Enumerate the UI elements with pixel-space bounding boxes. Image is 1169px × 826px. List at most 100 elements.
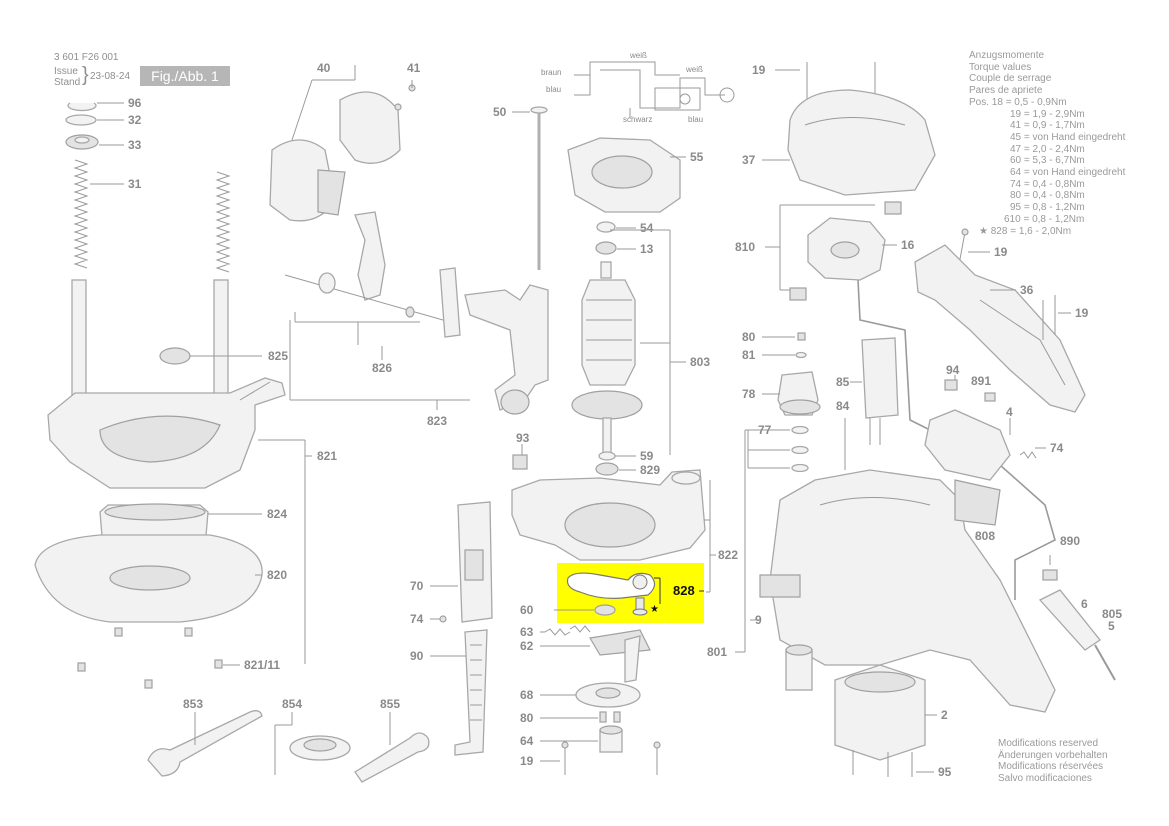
issue-date: 23-08-24 bbox=[90, 71, 131, 82]
wire-label-weiss-2: weiß bbox=[685, 65, 703, 74]
label-85: 85 bbox=[836, 375, 850, 389]
torque-line: Couple de serrage bbox=[969, 73, 1052, 85]
part-2-field: 2 bbox=[834, 664, 948, 761]
part-50-rod: 50 bbox=[493, 105, 548, 270]
part-801-housing-assembly: 801 bbox=[707, 429, 750, 659]
part-41-screws: 41 bbox=[394, 61, 421, 111]
part-19-screws-top: 19 bbox=[752, 62, 876, 100]
label-19b: 19 bbox=[752, 63, 766, 77]
part-808-label: 808 bbox=[954, 479, 1001, 543]
modifications-block: Modifications reserved Änderungen vorbeh… bbox=[998, 738, 1108, 784]
stand-label: Stand bbox=[54, 77, 81, 88]
part-63-spring: 63 bbox=[520, 625, 591, 639]
modification-line: Änderungen vorbehalten bbox=[998, 749, 1108, 761]
part-54-bearing: 54 bbox=[596, 221, 654, 235]
part-855-centering-pin: 855 bbox=[354, 697, 430, 783]
part-70-scale: 70 bbox=[410, 501, 493, 623]
label-824: 824 bbox=[267, 507, 287, 521]
part-37-motor-cap: 37 bbox=[742, 89, 936, 196]
label-64: 64 bbox=[520, 734, 534, 748]
part-9-housing: 9 bbox=[750, 469, 1056, 713]
part-94-plate: 94 bbox=[944, 363, 960, 391]
part-826-lever-assembly: 826 bbox=[284, 211, 461, 375]
label-77: 77 bbox=[758, 423, 772, 437]
part-891-clip: 891 bbox=[971, 374, 996, 402]
wire-label-schwarz: schwarz bbox=[623, 115, 652, 124]
label-854: 854 bbox=[282, 697, 302, 711]
part-810-brushes: 810 bbox=[735, 201, 902, 301]
label-32: 32 bbox=[128, 113, 142, 127]
label-55: 55 bbox=[690, 150, 704, 164]
torque-line: 60 = 5,3 - 6,7Nm bbox=[1010, 155, 1085, 167]
torque-line: ★ 828 = 1,6 - 2,0Nm bbox=[979, 225, 1072, 237]
label-78: 78 bbox=[742, 387, 756, 401]
part-36-handle: 36 bbox=[914, 244, 1086, 413]
part-31-spring: 31 bbox=[73, 159, 231, 273]
label-16: 16 bbox=[901, 238, 915, 252]
label-19a: 19 bbox=[520, 754, 534, 768]
label-31: 31 bbox=[128, 177, 142, 191]
doc-number: 3 601 F26 001 bbox=[54, 52, 119, 63]
part-823-bracket: 823 bbox=[289, 284, 549, 428]
part-40-knob: 40 bbox=[269, 61, 401, 222]
torque-line: Pos. 18 = 0,5 - 0,9Nm bbox=[969, 96, 1067, 108]
part-6-cable-sleeve: 6 bbox=[1038, 589, 1101, 651]
torque-line: 64 = von Hand eingedreht bbox=[1010, 167, 1126, 179]
label-6: 6 bbox=[1081, 597, 1088, 611]
part-55-brush-holder: 55 bbox=[567, 137, 704, 213]
torque-line: Anzugsmomente bbox=[969, 50, 1045, 61]
torque-line: Torque values bbox=[969, 61, 1032, 73]
wire-label-weiss-1: weiß bbox=[629, 51, 647, 60]
label-4: 4 bbox=[1006, 405, 1013, 419]
torque-line: 45 = von Hand eingedreht bbox=[1010, 131, 1126, 143]
part-90-depth-gauge: 90 bbox=[410, 629, 488, 756]
label-40: 40 bbox=[317, 61, 331, 75]
label-822: 822 bbox=[718, 548, 738, 562]
part-84-pin: 84 bbox=[836, 399, 850, 470]
label-70: 70 bbox=[410, 579, 424, 593]
label-823: 823 bbox=[427, 414, 447, 428]
issue-brace: } bbox=[82, 64, 89, 86]
label-80b: 80 bbox=[742, 330, 756, 344]
label-90: 90 bbox=[410, 649, 424, 663]
label-825: 825 bbox=[268, 349, 288, 363]
label-37: 37 bbox=[742, 153, 756, 167]
part-4-switch-housing: 4 bbox=[924, 405, 1013, 481]
wire-label-blau-2: blau bbox=[688, 115, 703, 124]
label-808: 808 bbox=[975, 529, 995, 543]
torque-line: 19 = 1,9 - 2,9Nm bbox=[1010, 108, 1085, 120]
part-854-adapter: 854 bbox=[274, 697, 351, 775]
label-95: 95 bbox=[938, 765, 952, 779]
torque-line: 41 = 0,9 - 1,7Nm bbox=[1010, 120, 1085, 132]
part-62-lock-lever: 62 bbox=[520, 629, 651, 683]
label-94: 94 bbox=[946, 363, 960, 377]
label-828: 828 bbox=[673, 583, 695, 598]
part-820-subbase: 820 bbox=[34, 534, 287, 623]
part-19-screws-bottom: 19 bbox=[520, 741, 661, 775]
label-2: 2 bbox=[941, 708, 948, 722]
wire-label-braun: braun bbox=[541, 68, 561, 77]
torque-line: 610 = 0,8 - 1,2Nm bbox=[1004, 213, 1085, 225]
part-77-washers: 77 bbox=[747, 423, 809, 473]
label-19d: 19 bbox=[1075, 306, 1089, 320]
issue-label: Issue bbox=[54, 66, 78, 77]
label-80a: 80 bbox=[520, 711, 534, 725]
highlight-828[interactable]: 828 ★ bbox=[557, 563, 704, 623]
part-85-switch: 85 bbox=[836, 337, 899, 445]
part-822-motor-cover: 822 bbox=[511, 469, 738, 593]
torque-values-block: Anzugsmomente Torque values Couple de se… bbox=[969, 50, 1125, 237]
part-32-washer: 32 bbox=[65, 113, 142, 127]
part-803-armature: 803 bbox=[571, 229, 710, 455]
part-74-spring-right: 74 bbox=[1019, 441, 1064, 459]
part-19-screws-handle: 19 bbox=[1042, 295, 1089, 340]
part-821-base: 821 bbox=[47, 377, 337, 664]
part-95-screws: 95 bbox=[852, 750, 952, 779]
label-59: 59 bbox=[640, 449, 654, 463]
part-13-bearing: 13 bbox=[595, 241, 654, 256]
part-64-spindle-lock: 64 bbox=[520, 725, 623, 753]
label-855: 855 bbox=[380, 697, 400, 711]
modification-line: Modifications réservées bbox=[998, 761, 1104, 772]
torque-line: 74 = 0,4 - 0,8Nm bbox=[1010, 178, 1085, 190]
label-60: 60 bbox=[520, 603, 534, 617]
